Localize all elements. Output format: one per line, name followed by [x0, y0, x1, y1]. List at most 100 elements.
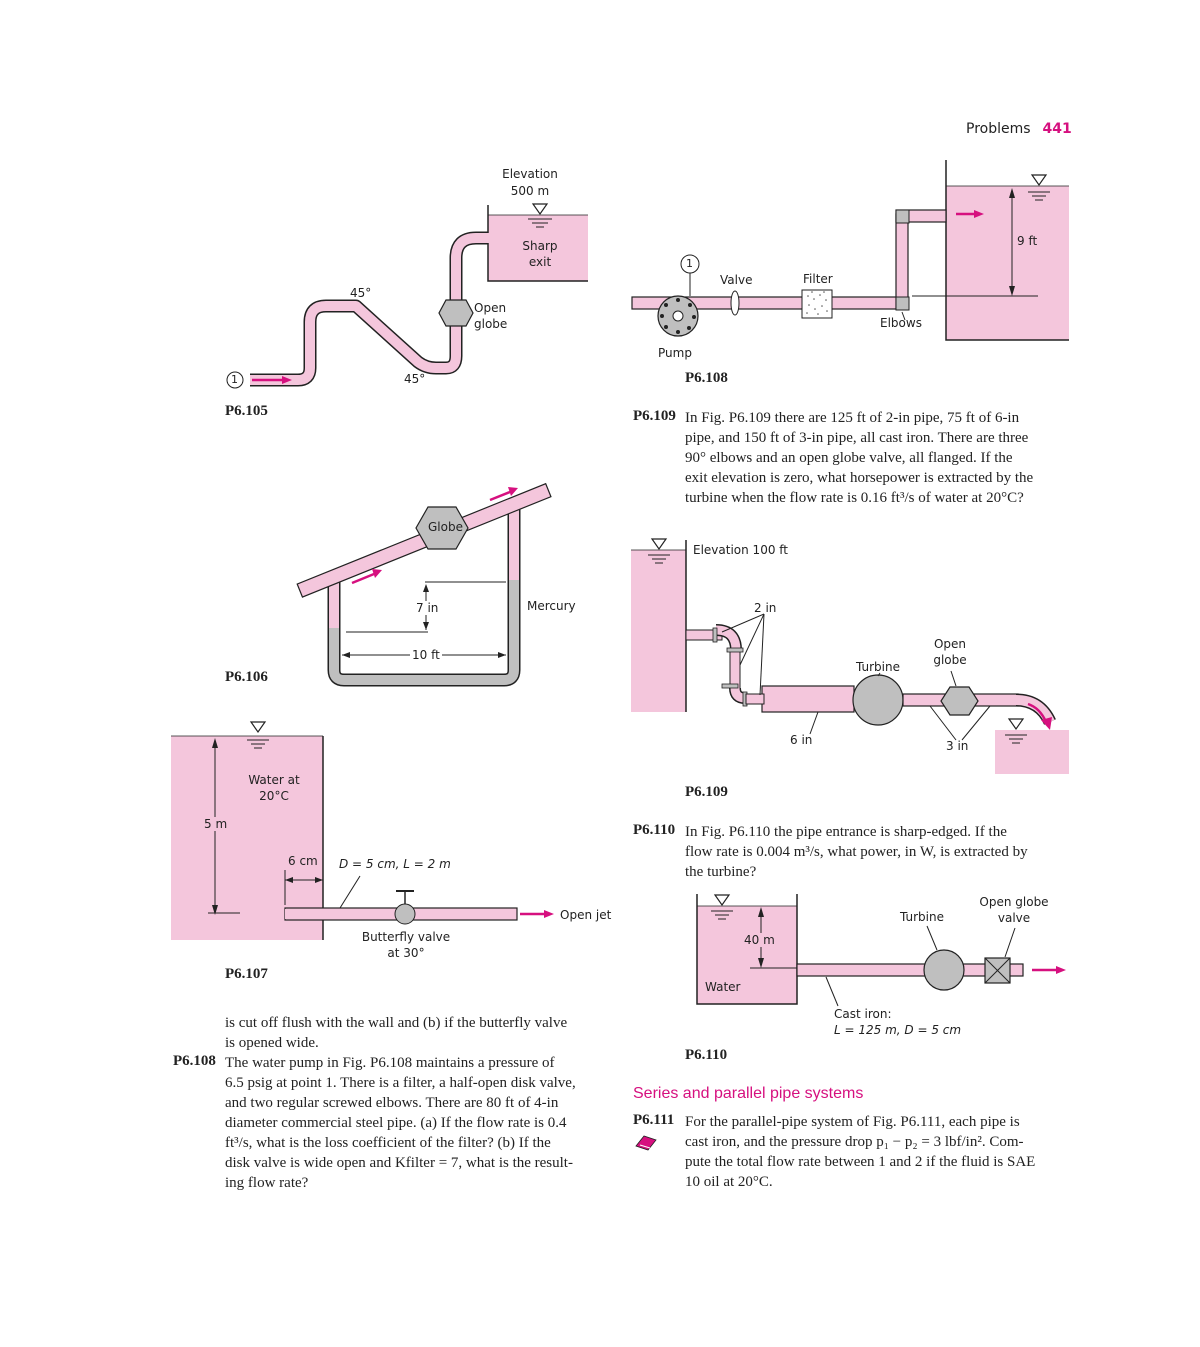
text-line: flow rate is 0.004 m³/s, what power, in …: [685, 844, 1028, 860]
text-line: is cut off flush with the wall and (b) i…: [225, 1015, 568, 1031]
point-1-label: 1: [231, 373, 238, 386]
d6-label: 6 in: [790, 733, 813, 747]
globe-label-109: globe: [933, 653, 967, 667]
pipe-6in: [761, 685, 855, 713]
text-line: In Fig. P6.110 the pipe entrance is shar…: [685, 824, 1007, 840]
figure-label-p6-108: P6.108: [685, 370, 728, 386]
text-line: 10 oil at 20°C.: [685, 1174, 773, 1190]
depth-label-107: 5 m: [204, 817, 228, 831]
elbow-top: [895, 209, 910, 224]
header-section: Problems: [966, 121, 1031, 137]
problem-number-p6-110: P6.110: [633, 822, 676, 838]
angle-top-label: 45°: [350, 286, 372, 300]
problem-number-p6-108: P6.108: [173, 1053, 216, 1069]
figure-label-p6-110: P6.110: [685, 1047, 728, 1063]
elevation-label: Elevation: [502, 167, 558, 181]
open-label-109: Open: [933, 637, 967, 651]
valve-label-108: Valve: [720, 273, 753, 287]
openglobe-label: Open globe: [979, 895, 1049, 909]
d3-label: 3 in: [946, 739, 969, 753]
text-line: cast iron, and the pressure drop p₁ − p₂…: [685, 1134, 1024, 1150]
dims-label-110: L = 125 m, D = 5 cm: [834, 1023, 962, 1037]
reservoir: [488, 215, 588, 281]
tank-108: [946, 186, 1069, 340]
figure-label-p6-106: P6.106: [225, 669, 268, 685]
valve-angle-label: at 30°: [387, 946, 425, 960]
d2-label: 2 in: [754, 601, 777, 615]
jet-label: Open jet: [560, 908, 612, 922]
angle-bottom-label: 45°: [404, 372, 426, 386]
sharp-label: Sharp: [522, 239, 558, 253]
temp-label-107: 20°C: [259, 789, 289, 803]
open-label: Open: [474, 301, 507, 315]
water-label-107: Water at: [248, 773, 300, 787]
text-line: disk valve is wide open and Kfilter = 7,…: [225, 1155, 573, 1171]
section-title: Series and parallel pipe systems: [633, 1085, 864, 1102]
text-line: and two regular screwed elbows. There ar…: [225, 1095, 559, 1111]
text-line: 6.5 psig at point 1. There is a filter, …: [225, 1075, 576, 1091]
text-line: is opened wide.: [225, 1035, 319, 1051]
problem-text-p6-107-continued: is cut off flush with the wall and (b) i…: [225, 1013, 609, 1053]
text-line: For the parallel-pipe system of Fig. P6.…: [685, 1114, 1020, 1130]
problem-text-p6-111: For the parallel-pipe system of Fig. P6.…: [685, 1112, 1069, 1192]
problem-text-p6-109: In Fig. P6.109 there are 125 ft of 2-in …: [685, 408, 1069, 508]
point-1-label-108: 1: [686, 257, 693, 270]
pipe-dims-label: D = 5 cm, L = 2 m: [339, 857, 451, 871]
elevation-value: 500 m: [510, 184, 550, 198]
lower-reservoir: [995, 730, 1069, 774]
problem-number-p6-109: P6.109: [633, 408, 676, 424]
text-line: 90° elbows and an open globe valve, all …: [685, 450, 1013, 466]
text-line: diameter commercial steel pipe. (a) If t…: [225, 1115, 567, 1131]
water-label-110: Water: [705, 980, 741, 994]
gap-label: 6 cm: [288, 854, 318, 868]
text-line: the turbine?: [685, 864, 757, 880]
turbine-110: [923, 949, 965, 991]
height-label-108: 9 ft: [1017, 234, 1038, 248]
tank: [171, 736, 323, 940]
pipe-p105: [250, 231, 490, 387]
pipe-110: [796, 963, 1024, 977]
globe-valve-106: [415, 506, 469, 550]
text-line: ing flow rate?: [225, 1175, 309, 1191]
computer-icon: [635, 1135, 657, 1151]
figure-label-p6-109: P6.109: [685, 784, 728, 800]
depth-label-110: 40 m: [744, 933, 775, 947]
mercury-label: Mercury: [527, 599, 576, 613]
problem-text-p6-108: The water pump in Fig. P6.108 maintains …: [225, 1053, 609, 1193]
figure-label-p6-107: P6.107: [225, 966, 268, 982]
elbow-bottom: [895, 296, 910, 311]
globe-valve: [438, 299, 474, 327]
length-label: 10 ft: [410, 648, 442, 662]
turbine-label-109: Turbine: [856, 660, 900, 674]
text-line: In Fig. P6.109 there are 125 ft of 2-in …: [685, 410, 1020, 426]
text-line: turbine when the flow rate is 0.16 ft³/s…: [685, 490, 1024, 506]
valve-label-110: valve: [997, 911, 1031, 925]
filter-label: Filter: [803, 272, 833, 286]
free-surface-symbol: [531, 203, 549, 216]
text-line: ft³/s, what is the loss coefficient of t…: [225, 1135, 551, 1151]
point-1-marker: [226, 371, 244, 389]
text-line: pute the total flow rate between 1 and 2…: [685, 1154, 1036, 1170]
turbine-label-110: Turbine: [900, 910, 944, 924]
elbows-label: Elbows: [880, 316, 922, 330]
disk-valve: [730, 290, 740, 316]
text-line: exit elevation is zero, what horsepower …: [685, 470, 1034, 486]
running-header: Problems 441: [966, 121, 1072, 137]
pump-label: Pump: [658, 346, 692, 360]
figure-label-p6-105: P6.105: [225, 403, 268, 419]
tank-110: [697, 906, 797, 1004]
elevation-label-109: Elevation 100 ft: [693, 543, 788, 557]
page-number: 441: [1042, 121, 1072, 137]
text-line: The water pump in Fig. P6.108 maintains …: [225, 1055, 555, 1071]
globe-valve-109: [940, 686, 979, 716]
height-label: 7 in: [416, 601, 439, 615]
exit-label: exit: [528, 255, 552, 269]
upper-reservoir: [631, 550, 686, 712]
text-line: pipe, and 150 ft of 3-in pipe, all cast …: [685, 430, 1029, 446]
globe-label-106: Globe: [428, 520, 463, 534]
reservoir-wall: [487, 205, 588, 282]
